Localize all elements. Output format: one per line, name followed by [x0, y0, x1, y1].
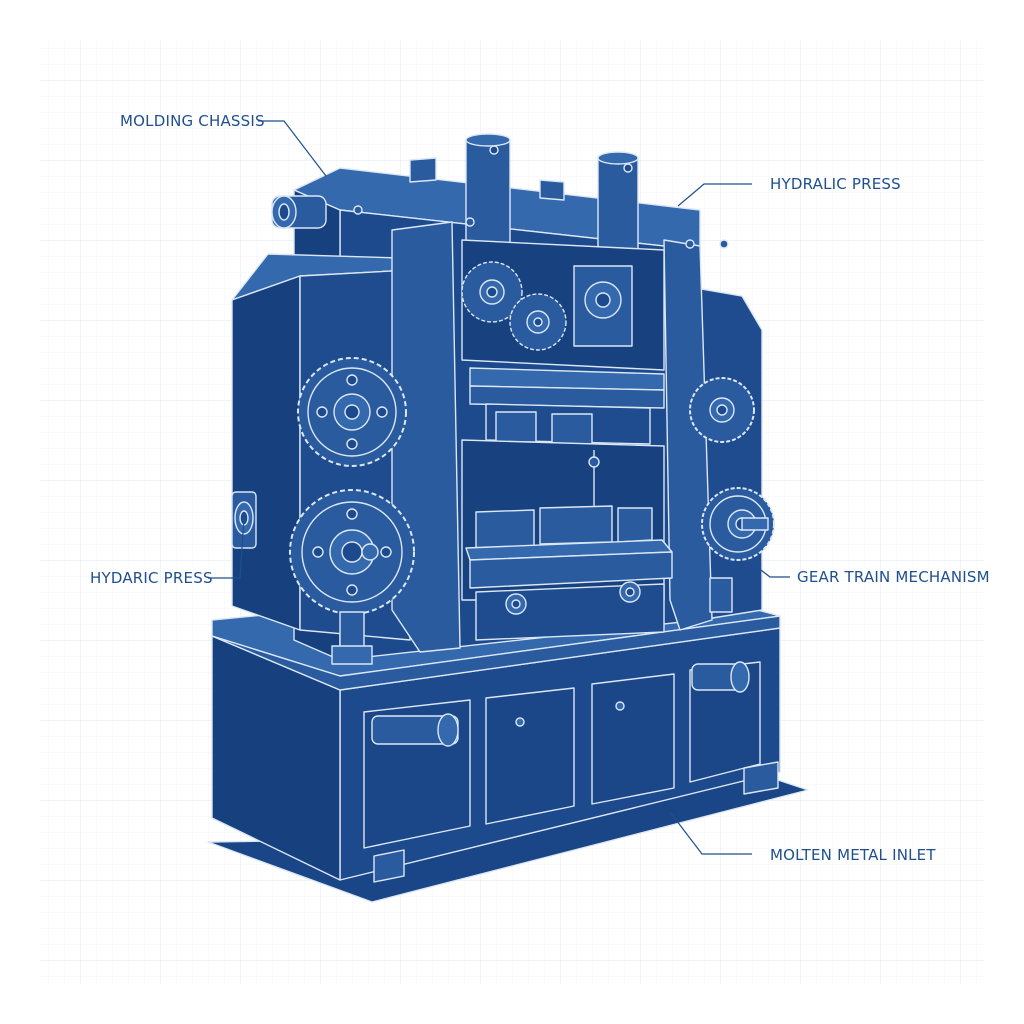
left-gear-upper [297, 357, 407, 467]
top-pipe [271, 195, 327, 229]
label-gear-train: GEAR TRAIN MECHANISM [797, 568, 990, 586]
base-panel-3 [591, 673, 675, 805]
leader-hydaric-press [208, 517, 245, 579]
upper-gear-2 [509, 293, 567, 351]
base-panel-2 [485, 687, 575, 825]
die-block-2 [539, 505, 613, 545]
machine [207, 133, 809, 903]
base-cylinder-right [691, 661, 750, 693]
base-top-lip [211, 615, 781, 691]
leader-lines [208, 120, 790, 855]
right-pedestal [709, 577, 733, 613]
foot-front [373, 849, 405, 883]
leader-molten-inlet [669, 811, 752, 855]
leader-hydralic-press [677, 183, 752, 207]
label-hydralic-press: HYDRALIC PRESS [770, 175, 901, 193]
lower-bed-front [469, 551, 673, 589]
label-hydaric-press: HYDARIC PRESS [90, 569, 213, 587]
foot-right [743, 761, 779, 795]
left-pedestal [331, 611, 373, 665]
left-gear-lower [289, 489, 415, 615]
upper-gear-1 [461, 261, 523, 323]
top-block-left [409, 157, 437, 183]
left-wing-side [231, 275, 301, 631]
die-block-3 [617, 507, 653, 543]
press-crossbeam-front [469, 385, 665, 409]
label-molding-chassis: MOLDING CHASSIS [120, 112, 265, 130]
die-block-1 [475, 509, 535, 549]
base-cylinder-left [371, 713, 459, 747]
right-gear-lower [701, 487, 775, 561]
right-gear-upper [689, 377, 755, 443]
label-molten-inlet: MOLTEN METAL INLET [770, 846, 936, 864]
top-block-right [539, 179, 565, 201]
upper-gear-3 [573, 265, 633, 347]
leader-gear-train [747, 559, 790, 578]
leader-molding-chassis [258, 120, 327, 177]
